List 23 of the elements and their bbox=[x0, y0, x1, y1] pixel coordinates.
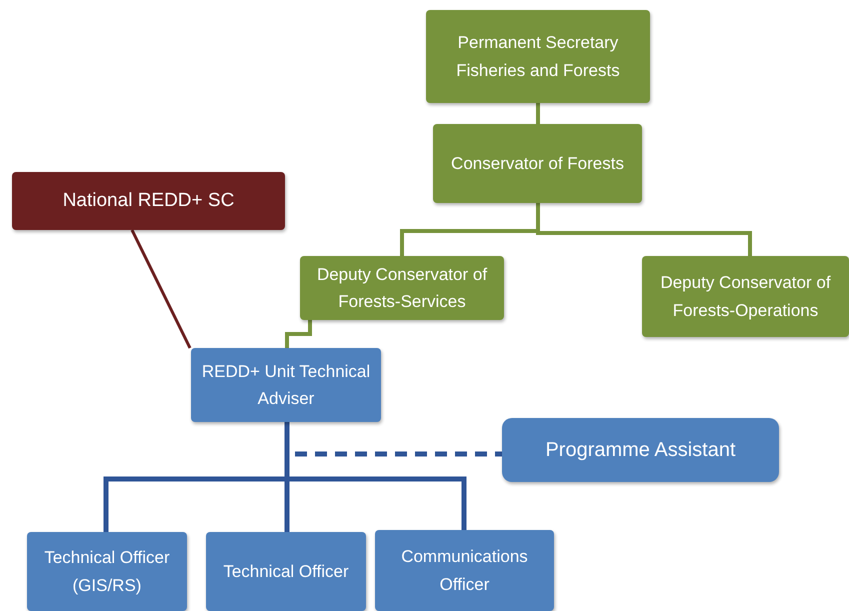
connector-line bbox=[536, 103, 540, 124]
node-label: Technical Officer (GIS/RS) bbox=[43, 547, 171, 596]
node-label: Permanent Secretary Fisheries and Forests bbox=[455, 32, 621, 82]
role-box bbox=[191, 348, 381, 422]
node-label: Technical Officer bbox=[223, 560, 349, 583]
title-box bbox=[300, 256, 504, 320]
role-box bbox=[375, 530, 554, 611]
node-label: REDD+ Unit Technical Adviser bbox=[200, 360, 372, 410]
node-label: Programme Assistant bbox=[545, 438, 736, 463]
node-label: Communications Officer bbox=[400, 546, 529, 596]
role-box bbox=[502, 418, 779, 482]
committee-box bbox=[12, 172, 285, 230]
title-box bbox=[433, 124, 642, 203]
title-box bbox=[642, 256, 849, 337]
connector-line bbox=[285, 320, 312, 348]
node-label: Deputy Conservator of Forests-Services bbox=[316, 264, 488, 313]
title-box bbox=[426, 10, 650, 103]
connector-line bbox=[130, 229, 192, 349]
node-label: National REDD+ SC bbox=[62, 188, 234, 213]
role-box bbox=[206, 532, 366, 611]
role-box bbox=[27, 532, 187, 611]
node-label: Conservator of Forests bbox=[451, 152, 624, 175]
node-label: Deputy Conservator of Forests-Operations bbox=[659, 272, 832, 322]
